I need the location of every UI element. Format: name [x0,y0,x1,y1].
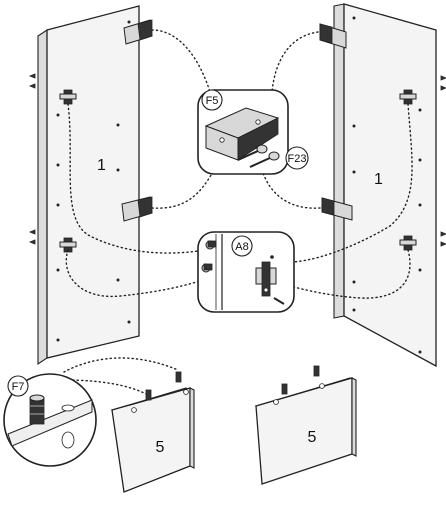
bracket-detail-icon [204,107,280,161]
left-bottom-dowels-icon [145,371,182,401]
hinge-detail-icon [255,255,285,305]
right-bottom-panel-number: 5 [308,429,317,446]
hinge-part-badge [231,235,253,257]
left-panel-screws [28,73,36,245]
bracket-part-badge [201,89,223,111]
right-bottom-panel: 5 [254,365,357,485]
left-lower-hinge-icon [59,237,77,253]
screw-part-badge [285,146,309,170]
left-bottom-panel-number: 5 [156,439,165,456]
bracket-part-code: F5 [206,95,219,107]
right-panel-holes [352,16,422,354]
left-mid-bracket-icon [121,196,153,222]
hinge-part-code: A8 [235,241,248,253]
left-side-panel-number: 1 [97,157,106,174]
right-panel-screws [440,75,446,247]
right-side-panel-number: 1 [374,171,383,188]
dowel-part-code: F7 [12,381,25,393]
right-side-panel: 1 [319,3,446,368]
dowel-detail-icon [29,394,45,425]
left-panel-holes [56,20,131,342]
cam-pin-icon [201,240,217,273]
connector-paths [63,29,413,396]
screw-detail-icon [237,144,280,168]
left-side-panel: 1 [28,5,153,366]
right-bottom-dowels-icon [281,365,320,395]
screw-part-code: F23 [288,153,307,165]
left-top-bracket-icon [123,19,153,45]
right-top-bracket-icon [319,23,347,49]
left-bottom-panel: 5 [110,371,195,493]
dowel-part-badge [7,375,29,397]
dowel-detail-callout: F7 [3,373,97,467]
hinge-detail-callout: A8 [197,231,295,313]
bracket-detail-callout: F5 F23 [197,89,309,175]
right-mid-bracket-icon [321,197,353,221]
